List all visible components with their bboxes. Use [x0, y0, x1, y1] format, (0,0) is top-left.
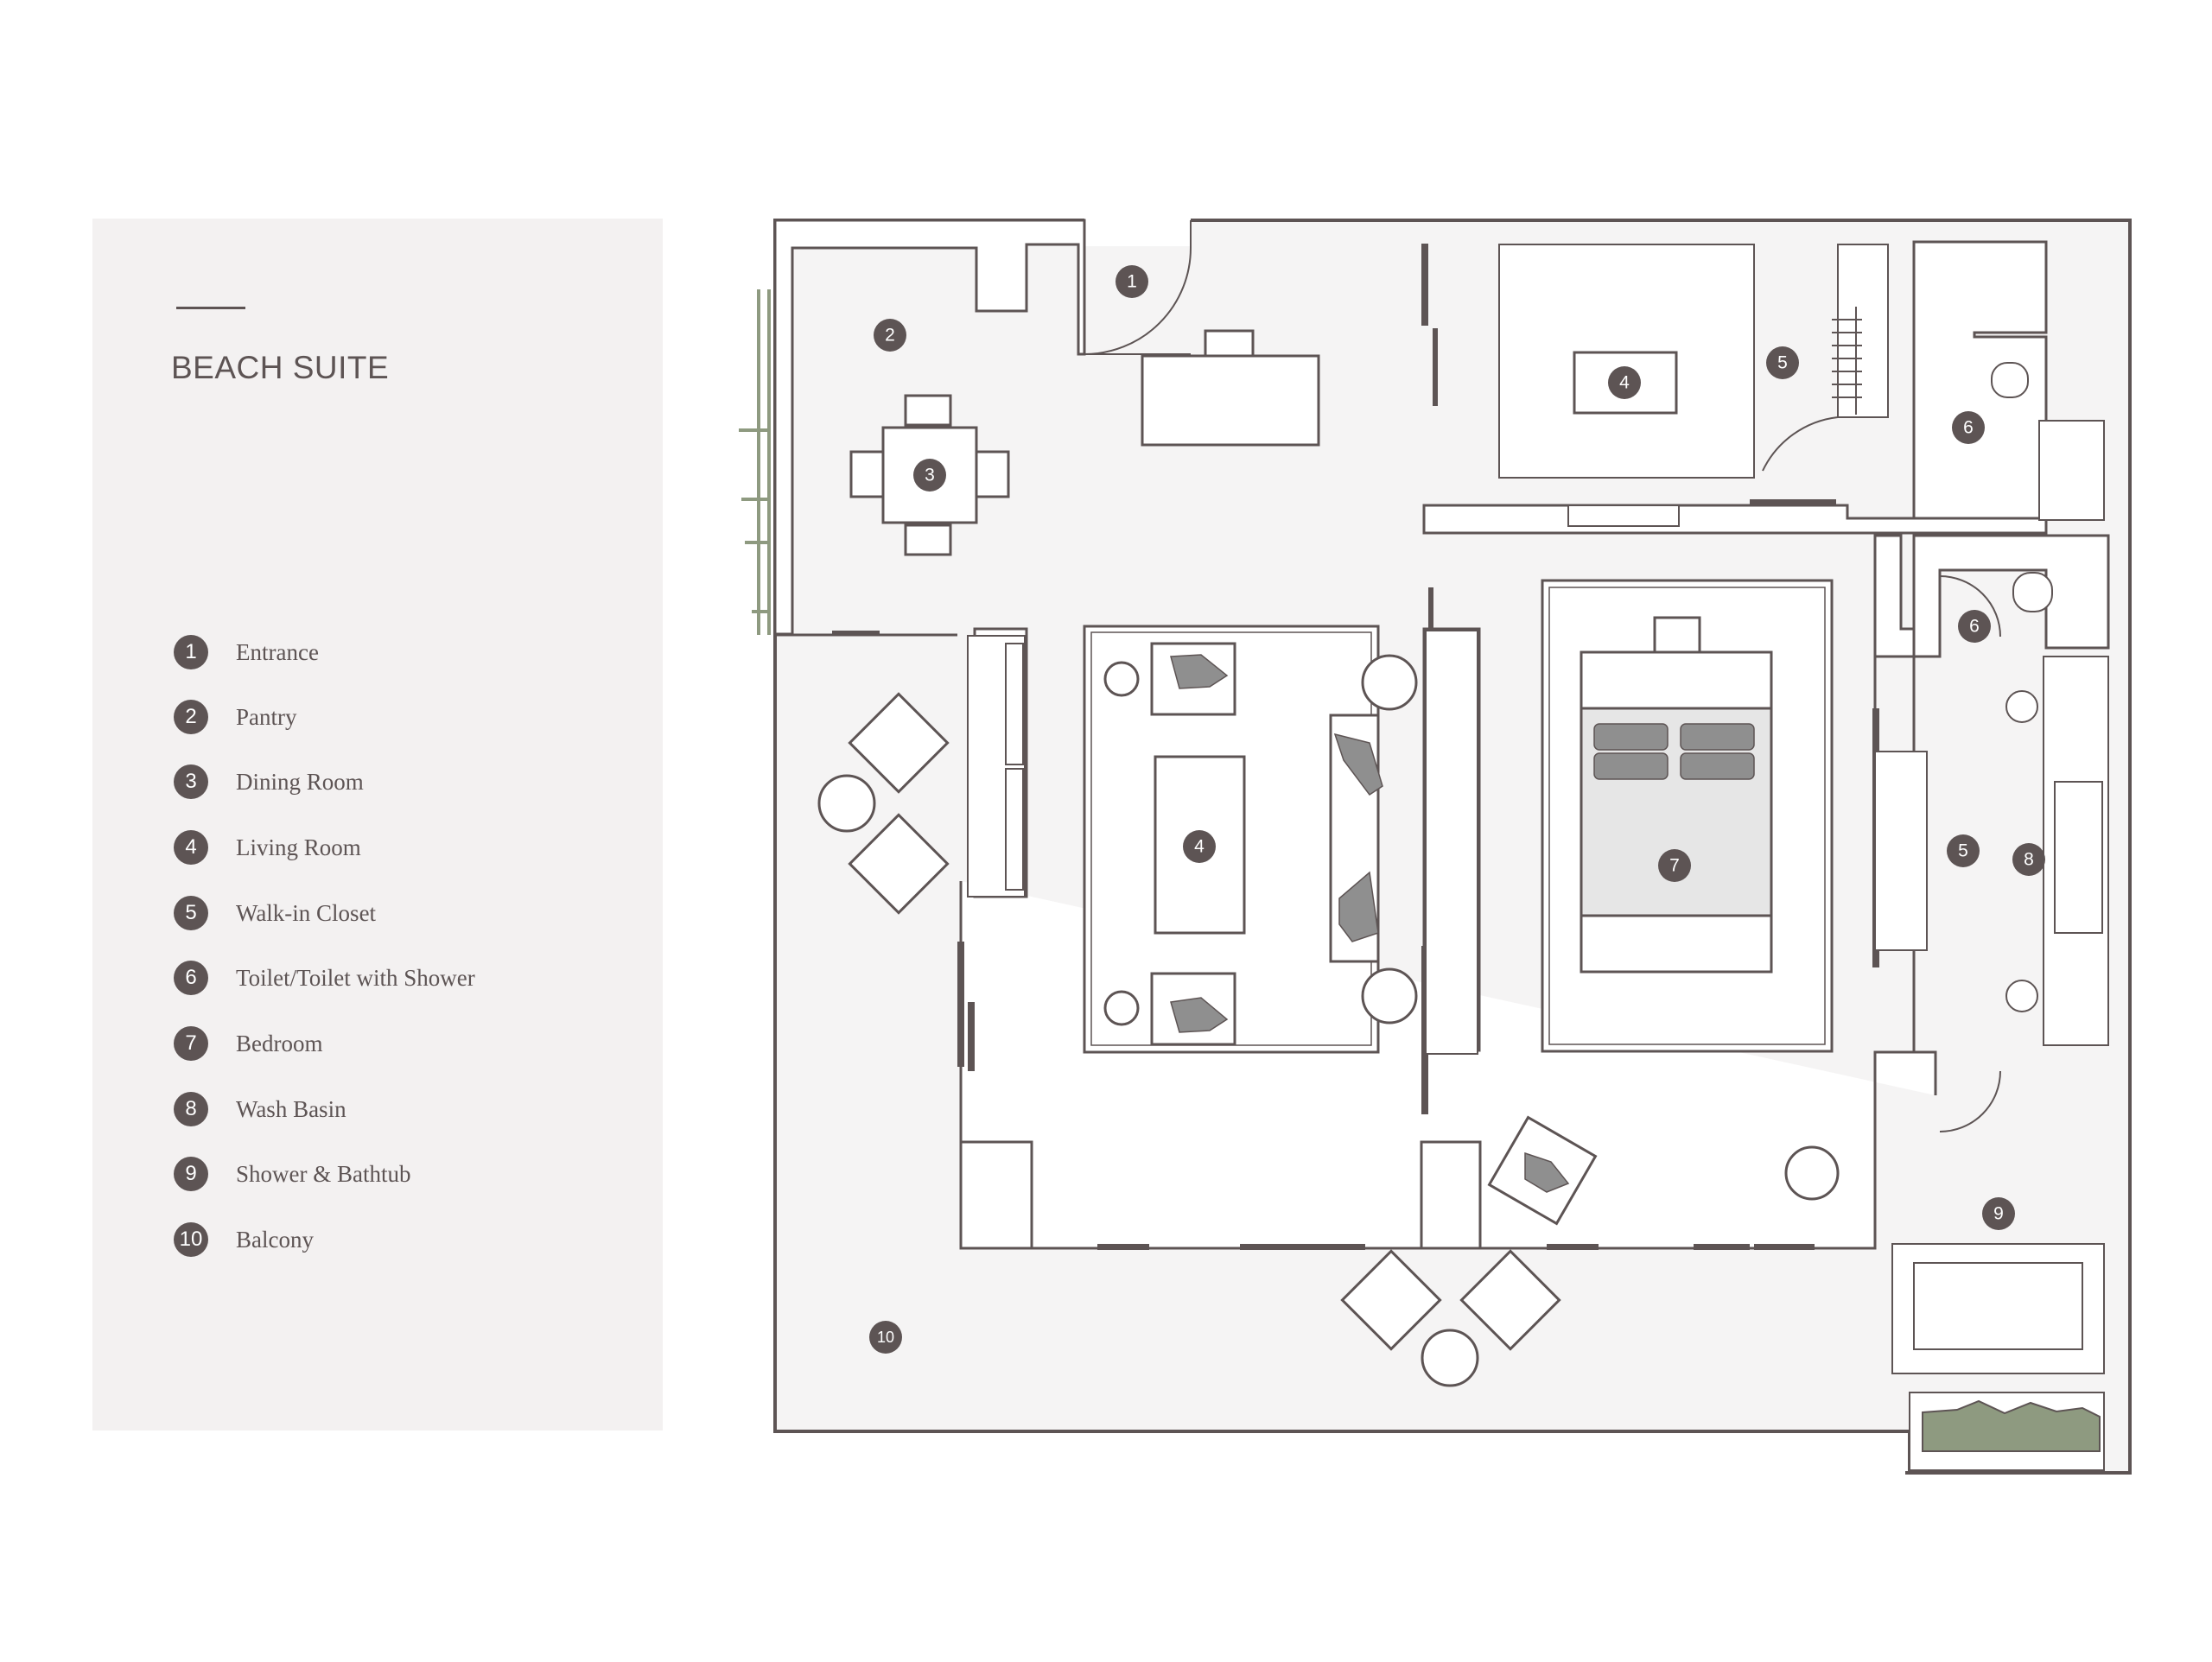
legend-number: 7: [174, 1026, 208, 1061]
legend-number: 5: [174, 896, 208, 930]
svg-text:5: 5: [1777, 353, 1788, 373]
svg-text:9: 9: [1993, 1204, 2004, 1224]
svg-text:8: 8: [2024, 850, 2034, 870]
legend-number: 6: [174, 961, 208, 995]
legend-item-dining-room: 3 Dining Room: [174, 763, 364, 801]
legend-label: Toilet/Toilet with Shower: [236, 964, 475, 991]
legend-item-living-room: 4 Living Room: [174, 828, 361, 866]
svg-text:5: 5: [1958, 841, 1968, 861]
legend-number: 9: [174, 1157, 208, 1191]
legend-label: Wash Basin: [236, 1095, 346, 1122]
svg-text:3: 3: [925, 466, 935, 485]
legend-number: 8: [174, 1092, 208, 1126]
marker-pantry: 2: [874, 319, 906, 352]
marker-closet-top: 5: [1766, 346, 1799, 379]
closet-hangers: [1832, 307, 1862, 415]
marker-entrance: 1: [1116, 265, 1148, 298]
marker-balcony: 10: [869, 1321, 902, 1354]
lounge-cushion: [1524, 1151, 1570, 1193]
legend-item-shower-bathtub: 9 Shower & Bathtub: [174, 1155, 411, 1193]
tv-units: [967, 630, 1478, 1055]
legend-label: Balcony: [236, 1226, 314, 1253]
marker-bedroom: 7: [1658, 849, 1691, 882]
legend-label: Pantry: [236, 703, 297, 730]
room-markers: 1 2 3 4 4 5 5 6: [869, 265, 2045, 1354]
legend-item-pantry: 2 Pantry: [174, 698, 297, 736]
closet-top: [1498, 244, 1889, 527]
planter-bath: [1905, 1392, 2108, 1475]
legend-label: Dining Room: [236, 768, 364, 795]
legend-number: 3: [174, 764, 208, 799]
desk: [1141, 329, 1320, 447]
legend-item-balcony: 10 Balcony: [174, 1221, 314, 1259]
planter-west: [739, 289, 771, 635]
marker-living: 4: [1183, 830, 1216, 863]
legend-item-entrance: 1 Entrance: [174, 633, 319, 671]
closet-right: [1874, 656, 2109, 1046]
legend-title: BEACH SUITE: [171, 350, 390, 385]
legend-divider: [176, 307, 245, 309]
marker-living-top: 4: [1608, 366, 1641, 399]
svg-text:6: 6: [1969, 617, 1980, 637]
marker-dining: 3: [913, 459, 946, 492]
legend-label: Walk-in Closet: [236, 899, 377, 926]
cushions: [1170, 654, 1383, 1033]
legend-number: 10: [174, 1222, 208, 1257]
legend-item-walk-in-closet: 5 Walk-in Closet: [174, 894, 376, 932]
entrance-door: [1084, 220, 1192, 355]
svg-text:7: 7: [1669, 856, 1680, 876]
legend-item-wash-basin: 8 Wash Basin: [174, 1090, 346, 1128]
marker-closet-right: 5: [1947, 834, 1980, 867]
marker-toilet-top: 6: [1952, 411, 1985, 444]
marker-toilet: 6: [1958, 610, 1991, 643]
lounge-chairs: [817, 692, 1840, 1387]
legend-item-toilet: 6 Toilet/Toilet with Shower: [174, 959, 475, 997]
bedroom-furniture: [1541, 579, 1834, 1053]
legend-number: 2: [174, 700, 208, 734]
bath-fixtures: [1891, 362, 2105, 1374]
bed-pillows: [1593, 723, 1755, 780]
legend-label: Entrance: [236, 638, 319, 665]
legend-label: Bedroom: [236, 1030, 323, 1056]
svg-text:10: 10: [877, 1329, 894, 1346]
svg-text:1: 1: [1127, 272, 1137, 292]
legend-number: 1: [174, 635, 208, 669]
living-room-furniture: [1083, 625, 1418, 1054]
svg-text:4: 4: [1619, 373, 1630, 393]
marker-wash-basin: 8: [2012, 843, 2045, 876]
legend-item-bedroom: 7 Bedroom: [174, 1024, 323, 1063]
marker-shower: 9: [1982, 1197, 2015, 1230]
legend-label: Living Room: [236, 834, 361, 860]
svg-text:4: 4: [1194, 837, 1205, 857]
legend-label: Shower & Bathtub: [236, 1160, 411, 1187]
svg-text:2: 2: [885, 326, 895, 346]
legend-panel: BEACH SUITE 1 Entrance 2 Pantry 3 Dining…: [92, 219, 663, 1430]
legend-number: 4: [174, 830, 208, 865]
svg-text:6: 6: [1963, 418, 1974, 438]
